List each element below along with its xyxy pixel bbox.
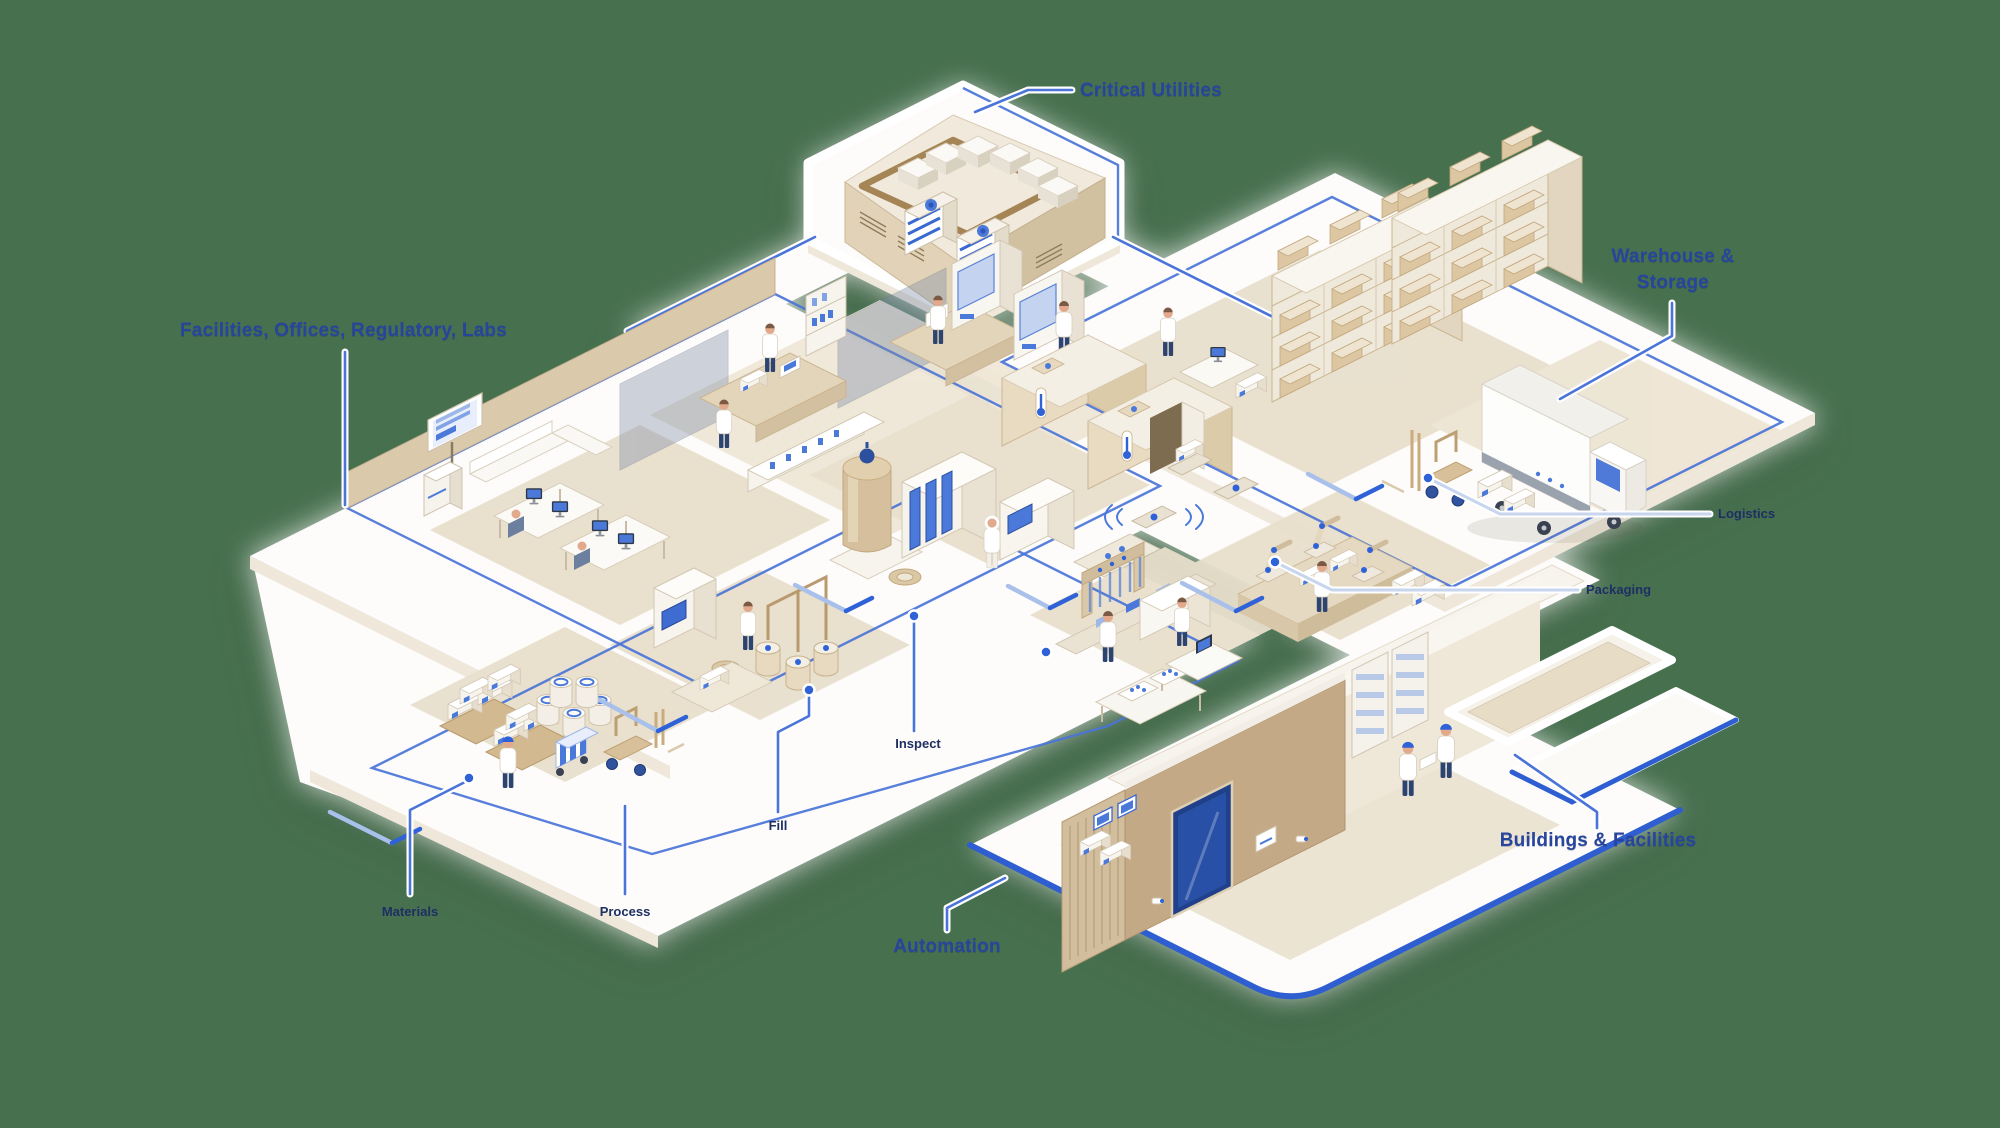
glass-partition xyxy=(619,329,729,471)
automation-workers xyxy=(1399,723,1455,797)
node-dot xyxy=(907,609,921,623)
scan-curtain xyxy=(1088,557,1142,612)
facilities-offices-labs-wing xyxy=(346,239,1085,571)
robot-arm xyxy=(1302,515,1341,559)
inspection-cabinet xyxy=(998,477,1076,561)
leader-warehouse-storage xyxy=(1556,299,1676,403)
packaging-area xyxy=(1236,515,1445,642)
door-sign xyxy=(1255,825,1277,853)
building-interior xyxy=(1345,575,1540,815)
node-dot xyxy=(802,683,816,697)
robot-arm xyxy=(1254,539,1293,583)
lab-bench xyxy=(698,352,848,443)
process-cabinet xyxy=(652,567,718,649)
server-racks xyxy=(1351,631,1429,759)
smart-platform-edge xyxy=(967,807,1683,1000)
buildings-facilities-platforms xyxy=(1444,626,1739,805)
wrapped-pallet-trolley xyxy=(554,726,600,776)
materials-area xyxy=(438,663,685,789)
process-tank xyxy=(842,442,892,553)
hvac-units xyxy=(896,135,1080,208)
warehouse-storage-area xyxy=(1000,126,1582,530)
process-piping xyxy=(766,574,828,640)
leader-packaging xyxy=(1271,558,1582,594)
inspect-area xyxy=(1054,541,1244,725)
blueprint-sheet xyxy=(1419,751,1437,771)
node-dot xyxy=(1039,645,1053,659)
wifi-waves-icon xyxy=(1104,504,1204,530)
agv-robot xyxy=(1166,439,1214,476)
agv-robot xyxy=(1212,476,1260,500)
vial-tray xyxy=(1116,680,1160,702)
reagent-cabinet xyxy=(746,411,886,493)
seated-person xyxy=(574,541,590,570)
smart-platform-edge xyxy=(1509,717,1739,805)
automation-area xyxy=(967,564,1683,1000)
cold-room-door xyxy=(1150,402,1182,474)
leader-fill xyxy=(774,686,813,816)
windshield xyxy=(1596,458,1620,492)
node-dot xyxy=(462,771,476,785)
node-dot xyxy=(1421,471,1435,485)
leader-buildings-facilities xyxy=(1511,751,1601,832)
agv-robot xyxy=(1104,504,1204,530)
warehouse-desk xyxy=(1178,346,1268,399)
process-area xyxy=(652,567,839,713)
security-camera-icon xyxy=(1151,835,1308,905)
inspect-desk xyxy=(1164,634,1244,681)
leader-lines xyxy=(341,86,1714,934)
glass-partition xyxy=(837,267,947,409)
leader-logistics xyxy=(1424,474,1714,518)
wall-display xyxy=(427,392,483,470)
lab-shelf xyxy=(805,275,847,357)
sofa xyxy=(468,420,614,483)
robot-arm xyxy=(1350,539,1389,583)
panel-screens xyxy=(1093,794,1137,831)
copier xyxy=(422,461,464,517)
leader-critical-utilities xyxy=(971,86,1076,116)
flow-arrows xyxy=(327,471,1385,846)
seated-person xyxy=(508,509,524,538)
inspection-gantry xyxy=(1081,541,1145,619)
air-handler-unit xyxy=(903,191,959,256)
node-dot xyxy=(1268,555,1282,569)
inspection-machine xyxy=(1138,575,1212,641)
leader-automation xyxy=(943,874,1009,934)
leader-materials xyxy=(406,776,473,898)
filling-machine xyxy=(900,451,998,559)
